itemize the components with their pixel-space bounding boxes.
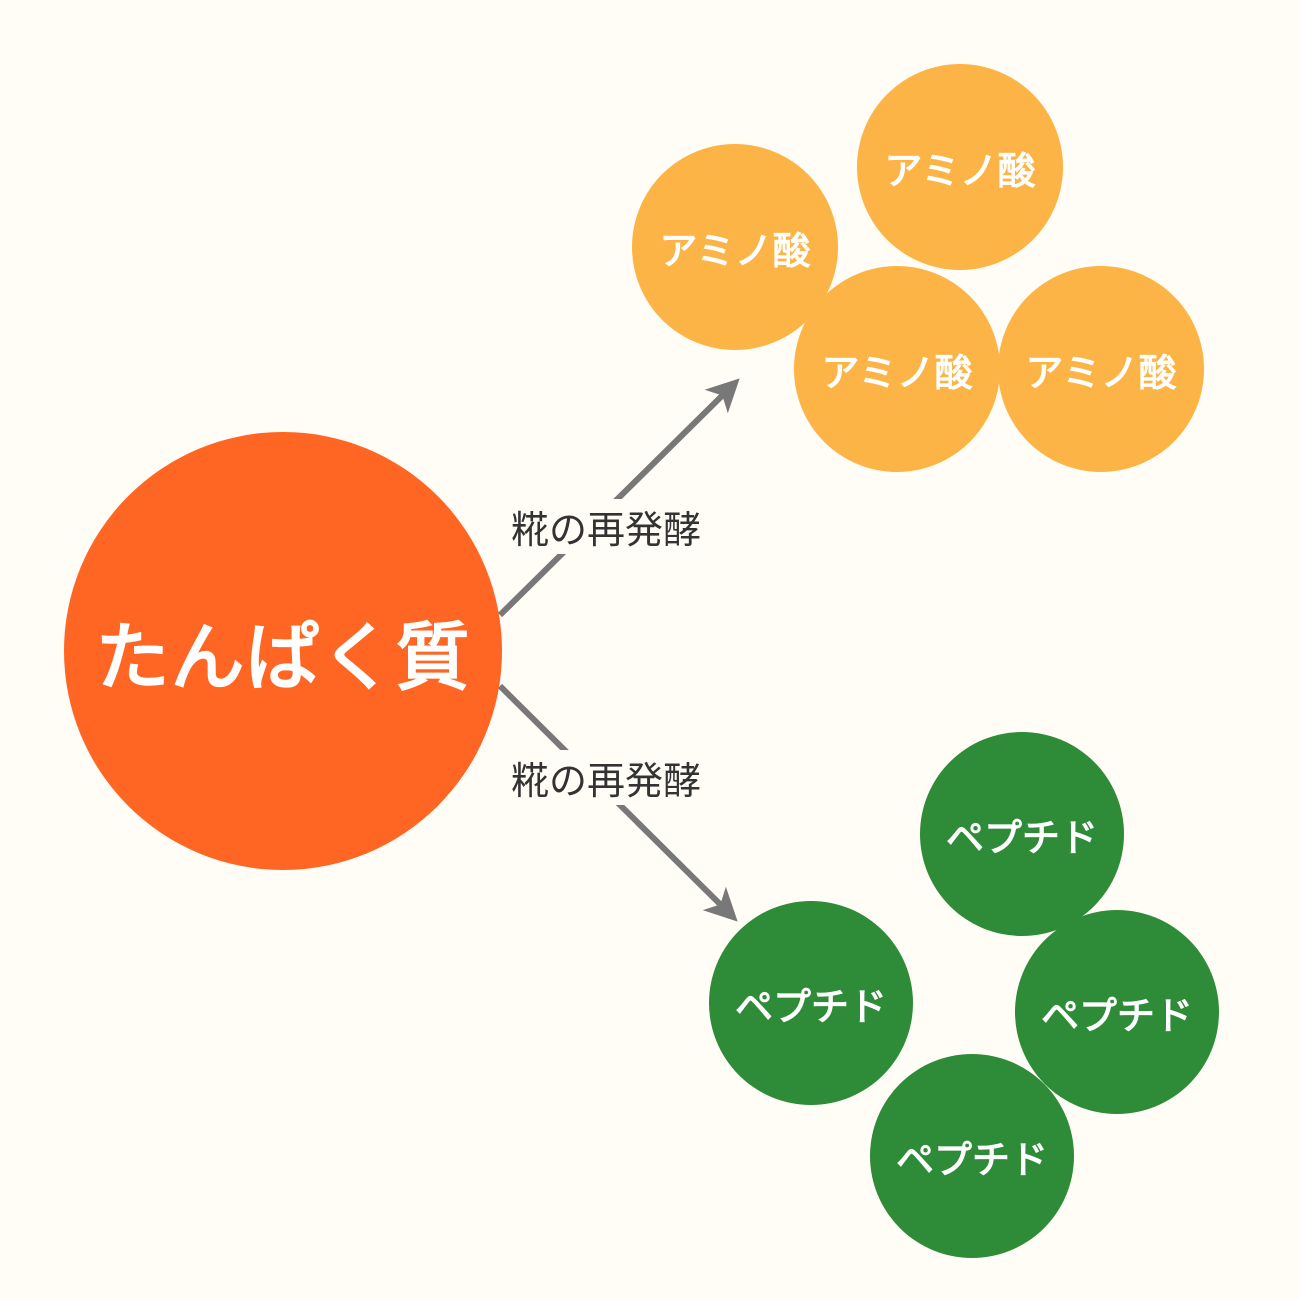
edge-label-peptides: 糀の再発酵 <box>507 750 706 805</box>
peptide-node: ペプチド <box>1015 910 1219 1114</box>
amino-acid-label: アミノ酸 <box>884 148 1036 193</box>
amino-acid-node: アミノ酸 <box>857 64 1063 270</box>
peptide-label: ペプチド <box>945 815 1098 860</box>
protein-node: たんぱく質 <box>64 432 502 870</box>
peptide-node: ペプチド <box>920 732 1124 936</box>
protein-label: たんぱく質 <box>95 614 471 701</box>
amino-acid-node: アミノ酸 <box>794 266 1000 472</box>
amino-acid-label: アミノ酸 <box>821 350 973 395</box>
amino-acid-label: アミノ酸 <box>659 228 811 273</box>
edge-label-amino-acids: 糀の再発酵 <box>507 499 706 554</box>
amino-acid-node: アミノ酸 <box>632 144 838 350</box>
amino-acid-label: アミノ酸 <box>1025 350 1177 395</box>
peptide-label: ペプチド <box>895 1137 1048 1182</box>
peptide-node: ペプチド <box>709 901 913 1105</box>
peptide-label: ペプチド <box>734 984 887 1029</box>
peptide-node: ペプチド <box>870 1054 1074 1258</box>
amino-acid-node: アミノ酸 <box>998 266 1204 472</box>
peptide-label: ペプチド <box>1040 993 1193 1038</box>
